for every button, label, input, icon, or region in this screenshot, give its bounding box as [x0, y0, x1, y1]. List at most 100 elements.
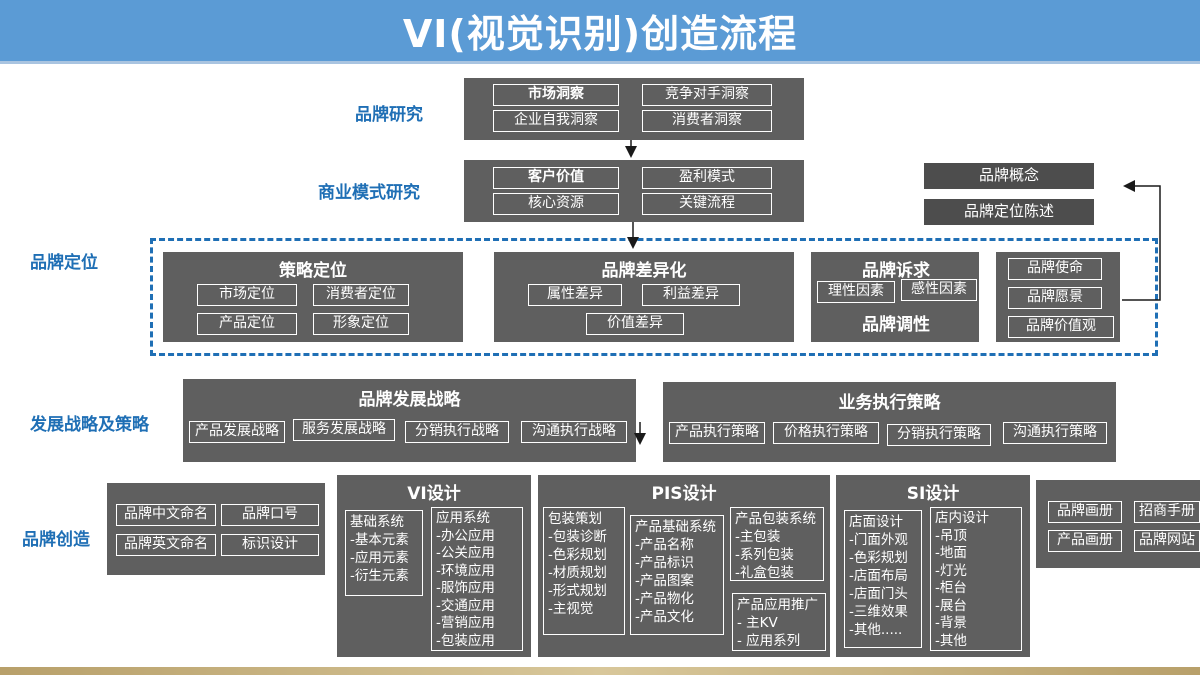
list-item: -基本元素 — [350, 532, 409, 548]
list-item: - 主KV — [737, 615, 778, 631]
chip-value-difference: 价值差异 — [586, 313, 684, 335]
chip-self-insight: 企业自我洞察 — [493, 110, 619, 132]
row-label-creation: 品牌创造 — [22, 530, 90, 550]
brand-development-box: 品牌发展战略 产品发展战略 服务发展战略 分销执行战略 沟通执行战略 — [183, 379, 636, 462]
vi-basic-system-list: 基础系统 -基本元素 -应用元素 -衍生元素 — [345, 510, 423, 596]
list-item: -柜台 — [935, 580, 967, 596]
row-label-business: 商业模式研究 — [318, 183, 420, 203]
naming-box: 品牌中文命名 品牌口号 品牌英文命名 标识设计 — [107, 483, 325, 575]
list-item: -三维效果 — [849, 604, 908, 620]
chip-consumer-positioning: 消费者定位 — [313, 284, 409, 306]
list-item: 应用系统 — [436, 510, 490, 526]
list-item: -店面门头 — [849, 586, 908, 602]
list-item: -其他..... — [849, 622, 903, 638]
page-title: VI(视觉识别)创造流程 — [402, 12, 798, 56]
chip-product-positioning: 产品定位 — [197, 313, 297, 335]
strategy-positioning-title: 策略定位 — [279, 261, 347, 281]
list-item: -公关应用 — [436, 545, 495, 561]
chip-competitor-insight: 竞争对手洞察 — [642, 84, 772, 106]
chip-logo-design: 标识设计 — [221, 534, 319, 556]
list-item: 产品包装系统 — [735, 511, 816, 527]
list-item: -主视觉 — [548, 601, 594, 617]
bottom-line — [0, 667, 1200, 675]
chip-slogan: 品牌口号 — [221, 504, 319, 526]
research-box: 市场洞察 竞争对手洞察 企业自我洞察 消费者洞察 — [464, 78, 804, 140]
list-item: -服饰应用 — [436, 580, 495, 596]
row-label-research: 品牌研究 — [355, 105, 423, 125]
chip-communication-strategy: 沟通执行战略 — [521, 421, 627, 443]
pis-promotion-list: 产品应用推广 - 主KV - 应用系列 — [732, 593, 826, 651]
list-item: 产品基础系统 — [635, 519, 716, 535]
list-item: -衍生元素 — [350, 568, 409, 584]
chip-price-execution: 价格执行策略 — [773, 422, 879, 444]
chip-consumer-insight: 消费者洞察 — [642, 110, 772, 132]
title-bar: VI(视觉识别)创造流程 — [0, 0, 1200, 64]
chip-english-naming: 品牌英文命名 — [116, 534, 216, 556]
list-item: -地面 — [935, 545, 967, 561]
chip-product-brochure: 产品画册 — [1048, 530, 1122, 552]
vi-design-title: VI设计 — [407, 484, 461, 504]
si-interior-list: 店内设计 -吊顶 -地面 -灯光 -柜台 -展台 -背景 -其他 — [930, 507, 1022, 651]
collateral-box: 品牌画册 招商手册 产品画册 品牌网站 — [1036, 480, 1200, 568]
chip-brand-concept: 品牌概念 — [923, 162, 1095, 190]
chip-product-development: 产品发展战略 — [189, 421, 285, 443]
si-design-title: SI设计 — [906, 484, 960, 504]
business-execution-box: 业务执行策略 产品执行策略 价格执行策略 分销执行策略 沟通执行策略 — [663, 382, 1116, 462]
list-item: -色彩规划 — [548, 547, 607, 563]
list-item: -产品文化 — [635, 609, 694, 625]
list-item: -产品图案 — [635, 573, 694, 589]
pis-design-title: PIS设计 — [651, 484, 717, 504]
list-item: 包装策划 — [548, 511, 602, 527]
chip-rational-factor: 理性因素 — [817, 281, 895, 303]
pis-planning-list: 包装策划 -包装诊断 -色彩规划 -材质规划 -形式规划 -主视觉 — [543, 507, 625, 635]
chip-image-positioning: 形象定位 — [313, 313, 409, 335]
si-facade-list: 店面设计 -门面外观 -色彩规划 -店面布局 -店面门头 -三维效果 -其他..… — [844, 510, 922, 648]
chip-core-resources: 核心资源 — [493, 193, 619, 215]
list-item: -营销应用 — [436, 615, 495, 631]
chip-brand-website: 品牌网站 — [1134, 530, 1200, 552]
chip-chinese-naming: 品牌中文命名 — [116, 504, 216, 526]
arrow-mission-to-concept — [1122, 180, 1161, 301]
list-item: -产品标识 — [635, 555, 694, 571]
chip-emotional-factor: 感性因素 — [901, 279, 977, 301]
positioning-frame — [150, 238, 1158, 356]
row-label-strategy: 发展战略及策略 — [30, 415, 149, 435]
differentiation-title: 品牌差异化 — [601, 261, 687, 281]
list-item: -环境应用 — [436, 562, 495, 579]
pis-design-box: PIS设计 包装策划 -包装诊断 -色彩规划 -材质规划 -形式规划 -主视觉 … — [538, 475, 830, 657]
chip-brand-brochure: 品牌画册 — [1048, 501, 1122, 523]
chip-communication-execution: 沟通执行策略 — [1003, 422, 1107, 444]
row-label-positioning: 品牌定位 — [30, 253, 98, 273]
chip-brand-mission: 品牌使命 — [1008, 258, 1102, 280]
list-item: 产品应用推广 — [737, 597, 818, 613]
business-execution-title: 业务执行策略 — [838, 393, 941, 413]
list-item: -其他 — [935, 632, 967, 649]
list-item: -主包装 — [735, 529, 781, 545]
list-item: -产品物化 — [635, 591, 694, 607]
list-item: -包装应用 — [436, 632, 495, 649]
list-item: -背景 — [935, 615, 967, 631]
chip-customer-value: 客户价值 — [493, 167, 619, 189]
list-item: -店面布局 — [849, 568, 908, 584]
list-item: -应用元素 — [350, 550, 409, 566]
list-item: -灯光 — [935, 562, 967, 579]
brand-tone-title: 品牌调性 — [862, 315, 930, 335]
list-item: -产品名称 — [635, 537, 694, 553]
list-item: -礼盒包装 — [735, 565, 794, 581]
strategy-positioning-box: 策略定位 市场定位 消费者定位 产品定位 形象定位 — [163, 252, 463, 342]
list-item: 基础系统 — [350, 514, 404, 530]
vi-design-box: VI设计 基础系统 -基本元素 -应用元素 -衍生元素 应用系统 -办公应用 -… — [337, 475, 531, 657]
list-item: -材质规划 — [548, 565, 607, 581]
chip-distribution-strategy: 分销执行战略 — [405, 421, 509, 443]
pis-product-basic-list: 产品基础系统 -产品名称 -产品标识 -产品图案 -产品物化 -产品文化 — [630, 515, 724, 635]
list-item: -吊顶 — [935, 527, 967, 544]
pis-packaging-list: 产品包装系统 -主包装 -系列包装 -礼盒包装 — [730, 507, 824, 581]
brand-development-title: 品牌发展战略 — [358, 390, 461, 410]
chip-service-development: 服务发展战略 — [293, 419, 395, 441]
chip-key-process: 关键流程 — [642, 193, 772, 215]
list-item: -办公应用 — [436, 527, 495, 544]
list-item: 店面设计 — [849, 514, 903, 530]
chip-distribution-execution: 分销执行策略 — [887, 424, 991, 446]
list-item: -交通应用 — [436, 597, 495, 614]
